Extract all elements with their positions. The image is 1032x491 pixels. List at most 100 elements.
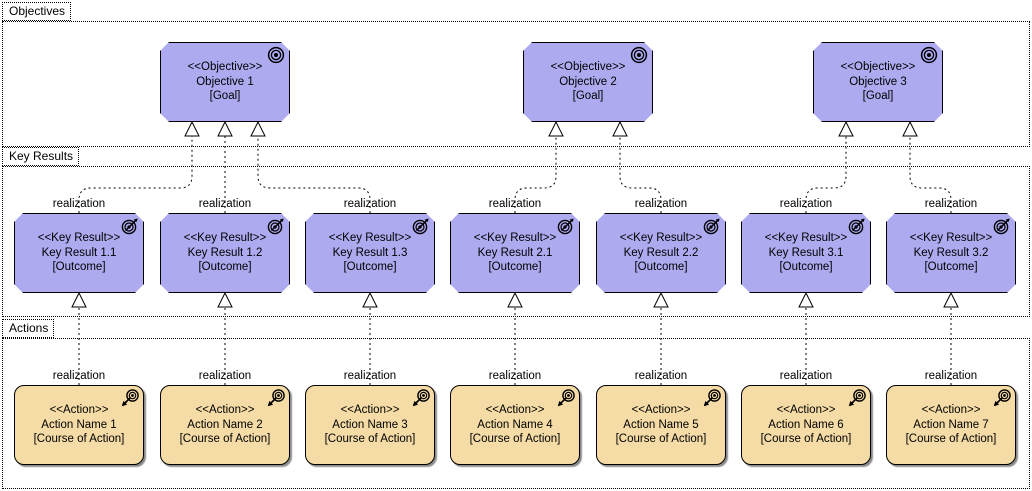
action-act1[interactable]: <<Action>>Action Name 1[Course of Action…	[14, 385, 144, 465]
key-result-kr13[interactable]: <<Key Result>>Key Result 1.3[Outcome]	[305, 213, 435, 293]
action-type: [Course of Action]	[33, 433, 125, 446]
key-result-kr32[interactable]: <<Key Result>>Key Result 3.2 [Outcome]	[886, 213, 1016, 293]
goal-icon	[920, 46, 938, 64]
course-of-action-icon	[412, 389, 430, 407]
key-result-kr31[interactable]: <<Key Result>>Key Result 3.1 [Outcome]	[741, 213, 871, 293]
action-act5[interactable]: <<Action>>Action Name 5 [Course of Action…	[596, 385, 726, 465]
key-result-stereotype: <<Key Result>>	[473, 232, 557, 245]
key-result-type: [Outcome]	[198, 261, 252, 274]
action-act3[interactable]: <<Action>>Action Name 3 [Course of Action…	[305, 385, 435, 465]
connector-line	[619, 136, 662, 213]
realization-connector-act7-to-kr32[interactable]	[943, 291, 959, 385]
objective-type: [Goal]	[862, 90, 894, 103]
key-result-name: Key Result 3.1	[768, 246, 844, 259]
goal-icon	[267, 46, 285, 64]
connector-label-rl-act5: realization	[634, 370, 688, 382]
connector-label-rl-kr21: realization	[488, 198, 542, 210]
action-stereotype: <<Action>>	[485, 404, 545, 417]
action-stereotype: <<Action>>	[631, 404, 691, 417]
realization-connector-act4-to-kr21[interactable]	[507, 291, 523, 385]
key-result-kr12[interactable]: <<Key Result>>Key Result 1.2 [Outcome]	[160, 213, 290, 293]
connector-label-rl-kr22: realization	[634, 198, 688, 210]
realization-connector-kr12-to-obj1[interactable]	[217, 120, 233, 213]
key-result-type: [Outcome]	[343, 261, 397, 274]
key-result-type: [Outcome]	[634, 261, 688, 274]
action-type: [Course of Action]	[324, 433, 416, 446]
objective-type: [Goal]	[572, 90, 604, 103]
action-name: Action Name 7	[913, 418, 989, 431]
key-result-kr21[interactable]: <<Key Result>>Key Result 2.1[Outcome]	[450, 213, 580, 293]
action-name: Action Name 1	[41, 418, 117, 431]
objective-obj3[interactable]: <<Objective>>Objective 3[Goal]	[813, 42, 943, 122]
key-result-name: Key Result 3.2	[913, 246, 989, 259]
action-type: [Course of Action]	[760, 433, 852, 446]
connector-label-rl-act2: realization	[198, 370, 252, 382]
realization-arrowhead	[250, 120, 266, 137]
key-result-type: [Outcome]	[779, 261, 833, 274]
group-label-key-results[interactable]: Key Results	[2, 147, 80, 166]
realization-connector-kr32-to-obj3[interactable]	[902, 120, 952, 213]
realization-arrowhead	[653, 291, 669, 308]
realization-connector-kr11-to-obj1[interactable]	[78, 120, 200, 213]
connector-label-rl-act3: realization	[343, 370, 397, 382]
objective-name: Objective 1	[196, 75, 254, 88]
realization-arrowhead	[507, 291, 523, 308]
action-act4[interactable]: <<Action>>Action Name 4[Course of Action…	[450, 385, 580, 465]
outcome-icon	[703, 217, 721, 235]
key-result-stereotype: <<Key Result>>	[909, 232, 993, 245]
action-type: [Course of Action]	[905, 433, 997, 446]
course-of-action-icon	[848, 389, 866, 407]
realization-arrowhead	[838, 120, 854, 137]
action-type: [Course of Action]	[179, 433, 271, 446]
action-name: Action Name 3	[332, 418, 408, 431]
objective-stereotype: <<Objective>>	[550, 61, 626, 74]
realization-connector-kr31-to-obj3[interactable]	[805, 120, 854, 213]
action-stereotype: <<Action>>	[921, 404, 981, 417]
action-name: Action Name 5	[623, 418, 699, 431]
key-result-name: Key Result 1.3	[332, 246, 408, 259]
action-act7[interactable]: <<Action>>Action Name 7 [Course of Action…	[886, 385, 1016, 465]
connector-label-rl-act6: realization	[779, 370, 833, 382]
action-name: Action Name 6	[768, 418, 844, 431]
group-label-actions[interactable]: Actions	[2, 319, 55, 338]
realization-connector-act6-to-kr31[interactable]	[798, 291, 814, 385]
course-of-action-icon	[121, 389, 139, 407]
action-act6[interactable]: <<Action>>Action Name 6[Course of Action…	[741, 385, 871, 465]
connector-label-rl-kr11: realization	[52, 198, 106, 210]
key-result-kr11[interactable]: <<Key Result>>Key Result 1.1[Outcome]	[14, 213, 144, 293]
group-actions[interactable]	[2, 338, 1030, 489]
key-result-name: Key Result 1.2	[187, 246, 263, 259]
action-type: [Course of Action]	[615, 433, 707, 446]
key-result-stereotype: <<Key Result>>	[764, 232, 848, 245]
objective-obj1[interactable]: <<Objective>>Objective 1[Goal]	[160, 42, 290, 122]
objective-name: Objective 2	[559, 75, 617, 88]
realization-connector-act1-to-kr11[interactable]	[71, 291, 87, 385]
realization-connector-act2-to-kr12[interactable]	[217, 291, 233, 385]
group-key-results[interactable]	[2, 166, 1030, 317]
realization-connector-act3-to-kr13[interactable]	[362, 291, 378, 385]
key-result-type: [Outcome]	[52, 261, 106, 274]
action-stereotype: <<Action>>	[340, 404, 400, 417]
realization-connector-kr21-to-obj2[interactable]	[514, 120, 564, 213]
outcome-icon	[993, 217, 1011, 235]
realization-connector-kr22-to-obj2[interactable]	[612, 120, 662, 213]
action-act2[interactable]: <<Action>>Action Name 2[Course of Action…	[160, 385, 290, 465]
objective-obj2[interactable]: <<Objective>>Objective 2 [Goal]	[523, 42, 653, 122]
realization-arrowhead	[943, 291, 959, 308]
realization-connector-act5-to-kr22[interactable]	[653, 291, 669, 385]
connector-line	[514, 136, 557, 213]
key-result-type: [Outcome]	[924, 261, 978, 274]
key-result-kr22[interactable]: <<Key Result>>Key Result 2.2[Outcome]	[596, 213, 726, 293]
group-objectives[interactable]	[2, 21, 1030, 147]
outcome-icon	[121, 217, 139, 235]
realization-connector-kr13-to-obj1[interactable]	[250, 120, 371, 213]
objective-stereotype: <<Objective>>	[187, 61, 263, 74]
group-label-objectives[interactable]: Objectives	[2, 2, 72, 21]
connector-line	[257, 136, 371, 213]
connector-label-rl-kr31: realization	[779, 198, 833, 210]
key-result-stereotype: <<Key Result>>	[183, 232, 267, 245]
realization-arrowhead	[184, 120, 200, 137]
key-result-name: Key Result 2.2	[623, 246, 699, 259]
